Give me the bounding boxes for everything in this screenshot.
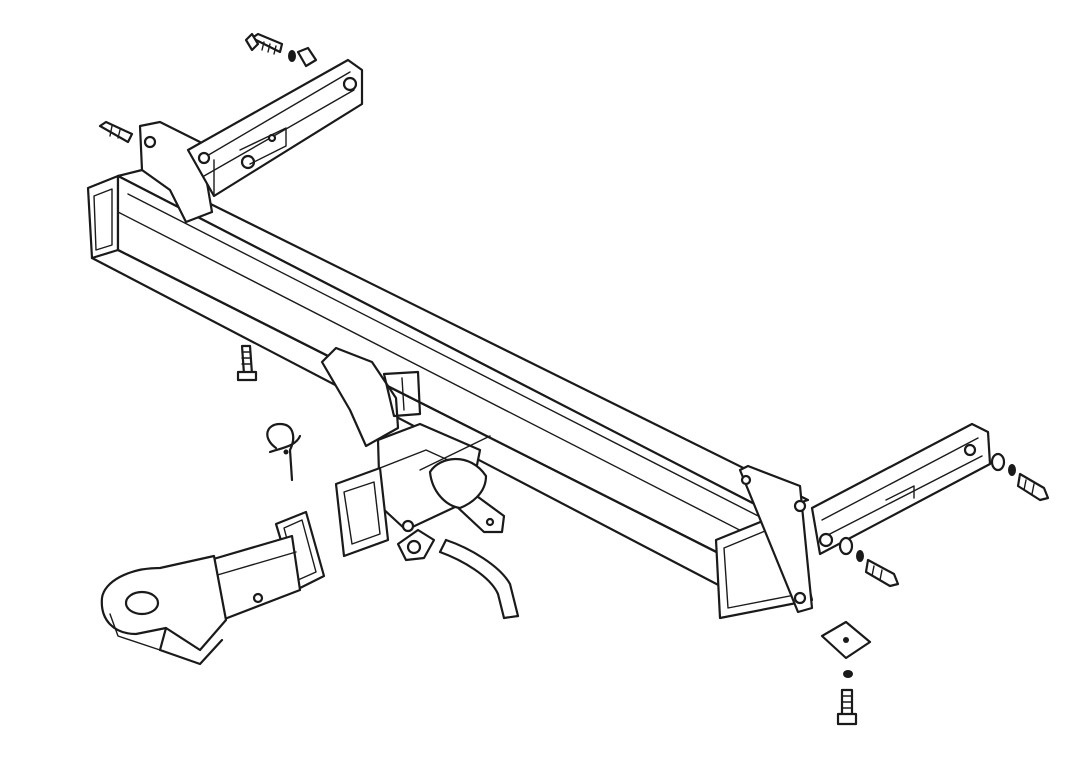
- safety-chain-loop: [438, 538, 520, 620]
- bolt-upper-left: [98, 120, 134, 144]
- hitch-pin-clip-icon: [266, 422, 302, 482]
- bolt-right-upper: [990, 452, 1050, 502]
- receiver-tube: [320, 346, 506, 562]
- bolt-bottom-vertical: [836, 688, 858, 726]
- square-backing-plate: [820, 620, 872, 660]
- right-side-bracket: [738, 422, 992, 614]
- bolt-top-left: [244, 32, 284, 55]
- drawbar-with-ball-mount: [100, 534, 302, 666]
- nut-top-left: [288, 46, 318, 68]
- main-crossbar: [86, 168, 814, 620]
- left-side-bracket: [138, 58, 364, 224]
- bolt-right-lower: [838, 536, 900, 588]
- bolt-vertical-left: [236, 344, 258, 382]
- washer-bottom: [843, 670, 853, 678]
